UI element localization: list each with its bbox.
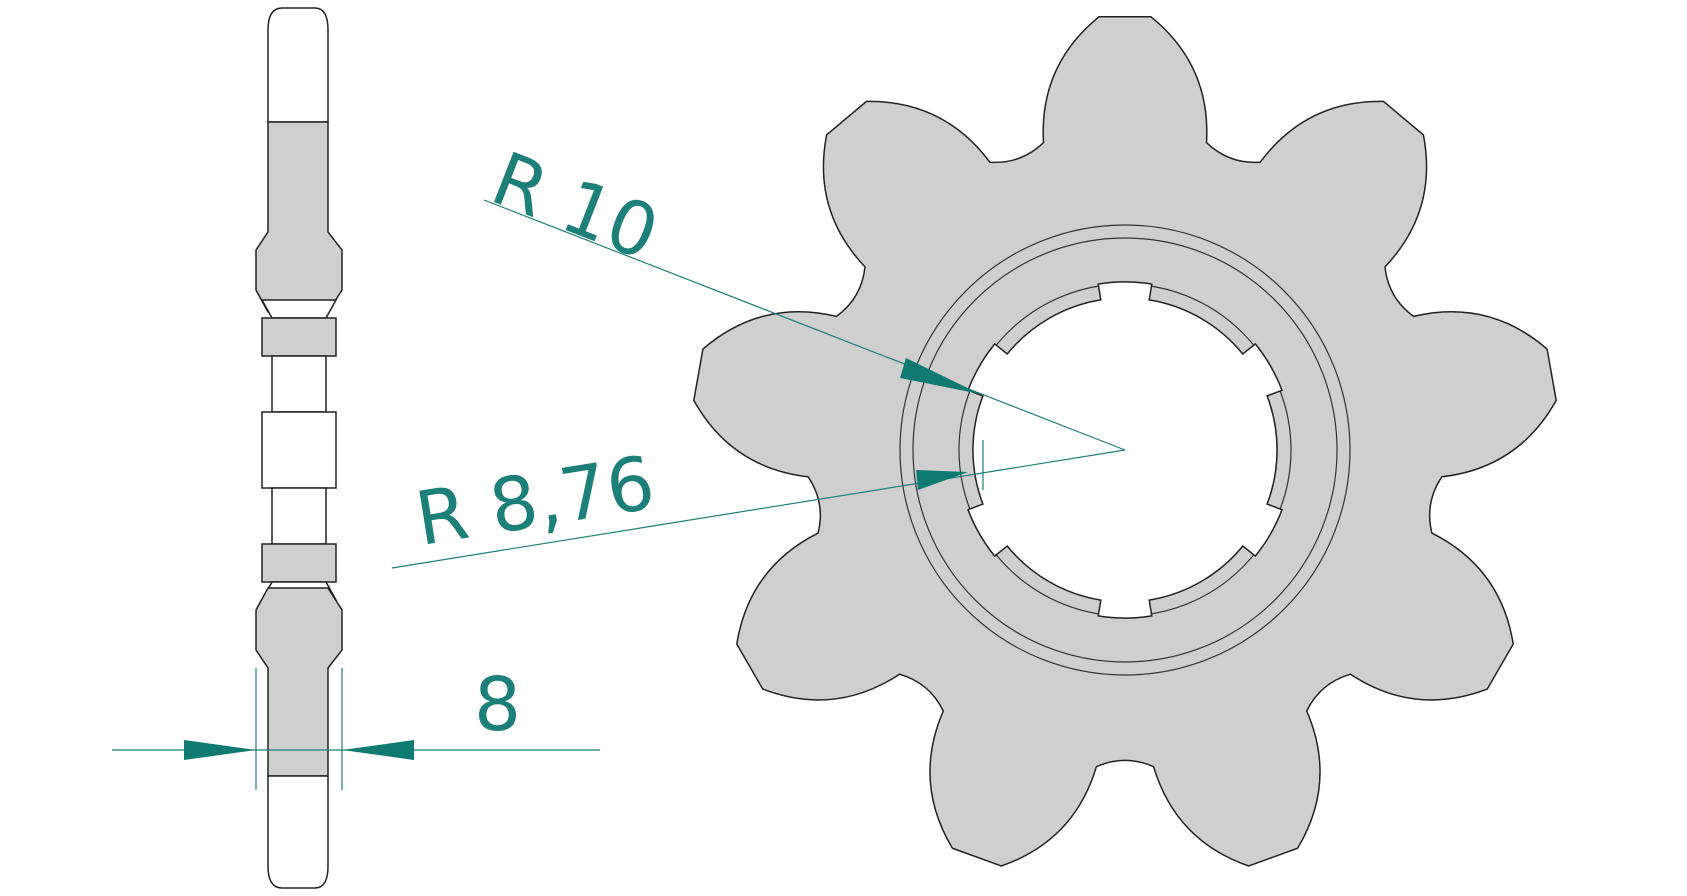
side-view-center-hub [261, 411, 337, 489]
hub-ring-outer [899, 224, 1351, 676]
side-view-upper-body [255, 121, 343, 313]
side-view-lower-hub [261, 543, 337, 583]
inner-radius-label: R 8,76 [410, 440, 660, 563]
side-view-upper-notch [260, 299, 338, 319]
thickness-arrow-right [342, 740, 414, 760]
inner-radius-leader [391, 449, 1126, 569]
thickness-dimension: 8 [112, 662, 600, 790]
thickness-arrow-left [184, 740, 256, 760]
side-view-bottom-tooth-tip [267, 775, 329, 889]
thickness-label: 8 [474, 662, 521, 748]
hub-ring-inner [912, 237, 1338, 663]
side-view-upper-bore [271, 355, 327, 413]
outer-radius-arrow [900, 358, 980, 394]
side-view-top-tooth-tip [267, 7, 329, 123]
sprocket-front-view [693, 16, 1557, 867]
sprocket-side-view [255, 7, 343, 889]
side-view-lower-body [255, 587, 343, 777]
outer-radius-leader [483, 199, 1126, 451]
inner-radius-arrow [916, 470, 968, 490]
outer-radius-label: R 10 [481, 136, 670, 278]
side-view-lower-bore [271, 487, 327, 545]
side-view-upper-hub [261, 317, 337, 357]
